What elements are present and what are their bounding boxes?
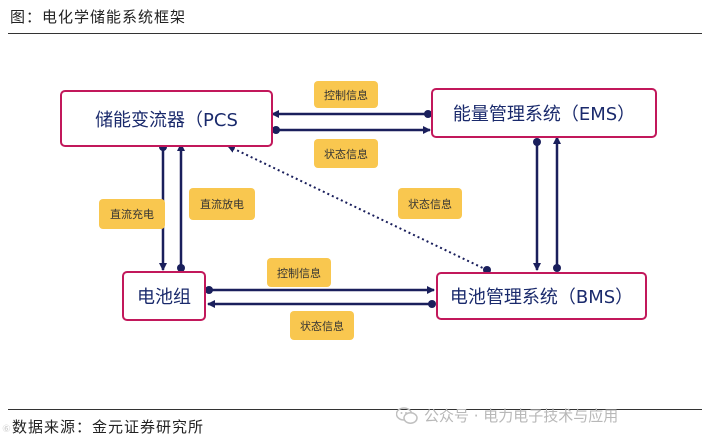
- node-bms: 电池管理系统（BMS）: [436, 272, 647, 320]
- bottom-rule: [8, 409, 702, 410]
- label-pcs-ems-status: 状态信息: [314, 139, 378, 168]
- corner-mark: ⑥: [2, 424, 11, 435]
- battery-discharge-dot: [177, 264, 185, 272]
- top-rule: [8, 33, 702, 34]
- source-note: 数据来源：金元证券研究所: [12, 418, 205, 436]
- ems-control-dot: [424, 110, 432, 118]
- label-dc-discharge: 直流放电: [189, 188, 255, 220]
- label-pcs-ems-control: 控制信息: [314, 81, 378, 108]
- figure-title: 图：电化学储能系统框架: [10, 8, 187, 26]
- watermark-text: 公众号 · 电力电子技术与应用: [424, 407, 619, 425]
- node-pcs: 储能变流器（PCS: [60, 90, 273, 147]
- bms-ems-dot: [553, 264, 561, 272]
- battery-control-dot: [205, 286, 213, 294]
- node-battery: 电池组: [122, 271, 206, 321]
- bms-status-dot: [428, 300, 436, 308]
- label-bms-pcs-status: 状态信息: [398, 188, 462, 219]
- label-battery-bms-control: 控制信息: [267, 258, 331, 287]
- ems-bms-dot: [533, 138, 541, 146]
- label-battery-bms-status: 状态信息: [290, 311, 354, 340]
- wechat-icon: [396, 406, 418, 424]
- node-ems: 能量管理系统（EMS）: [431, 88, 657, 138]
- pcs-status-dot: [272, 126, 280, 134]
- label-dc-charge: 直流充电: [99, 199, 165, 229]
- watermark: 公众号 · 电力电子技术与应用: [396, 405, 618, 426]
